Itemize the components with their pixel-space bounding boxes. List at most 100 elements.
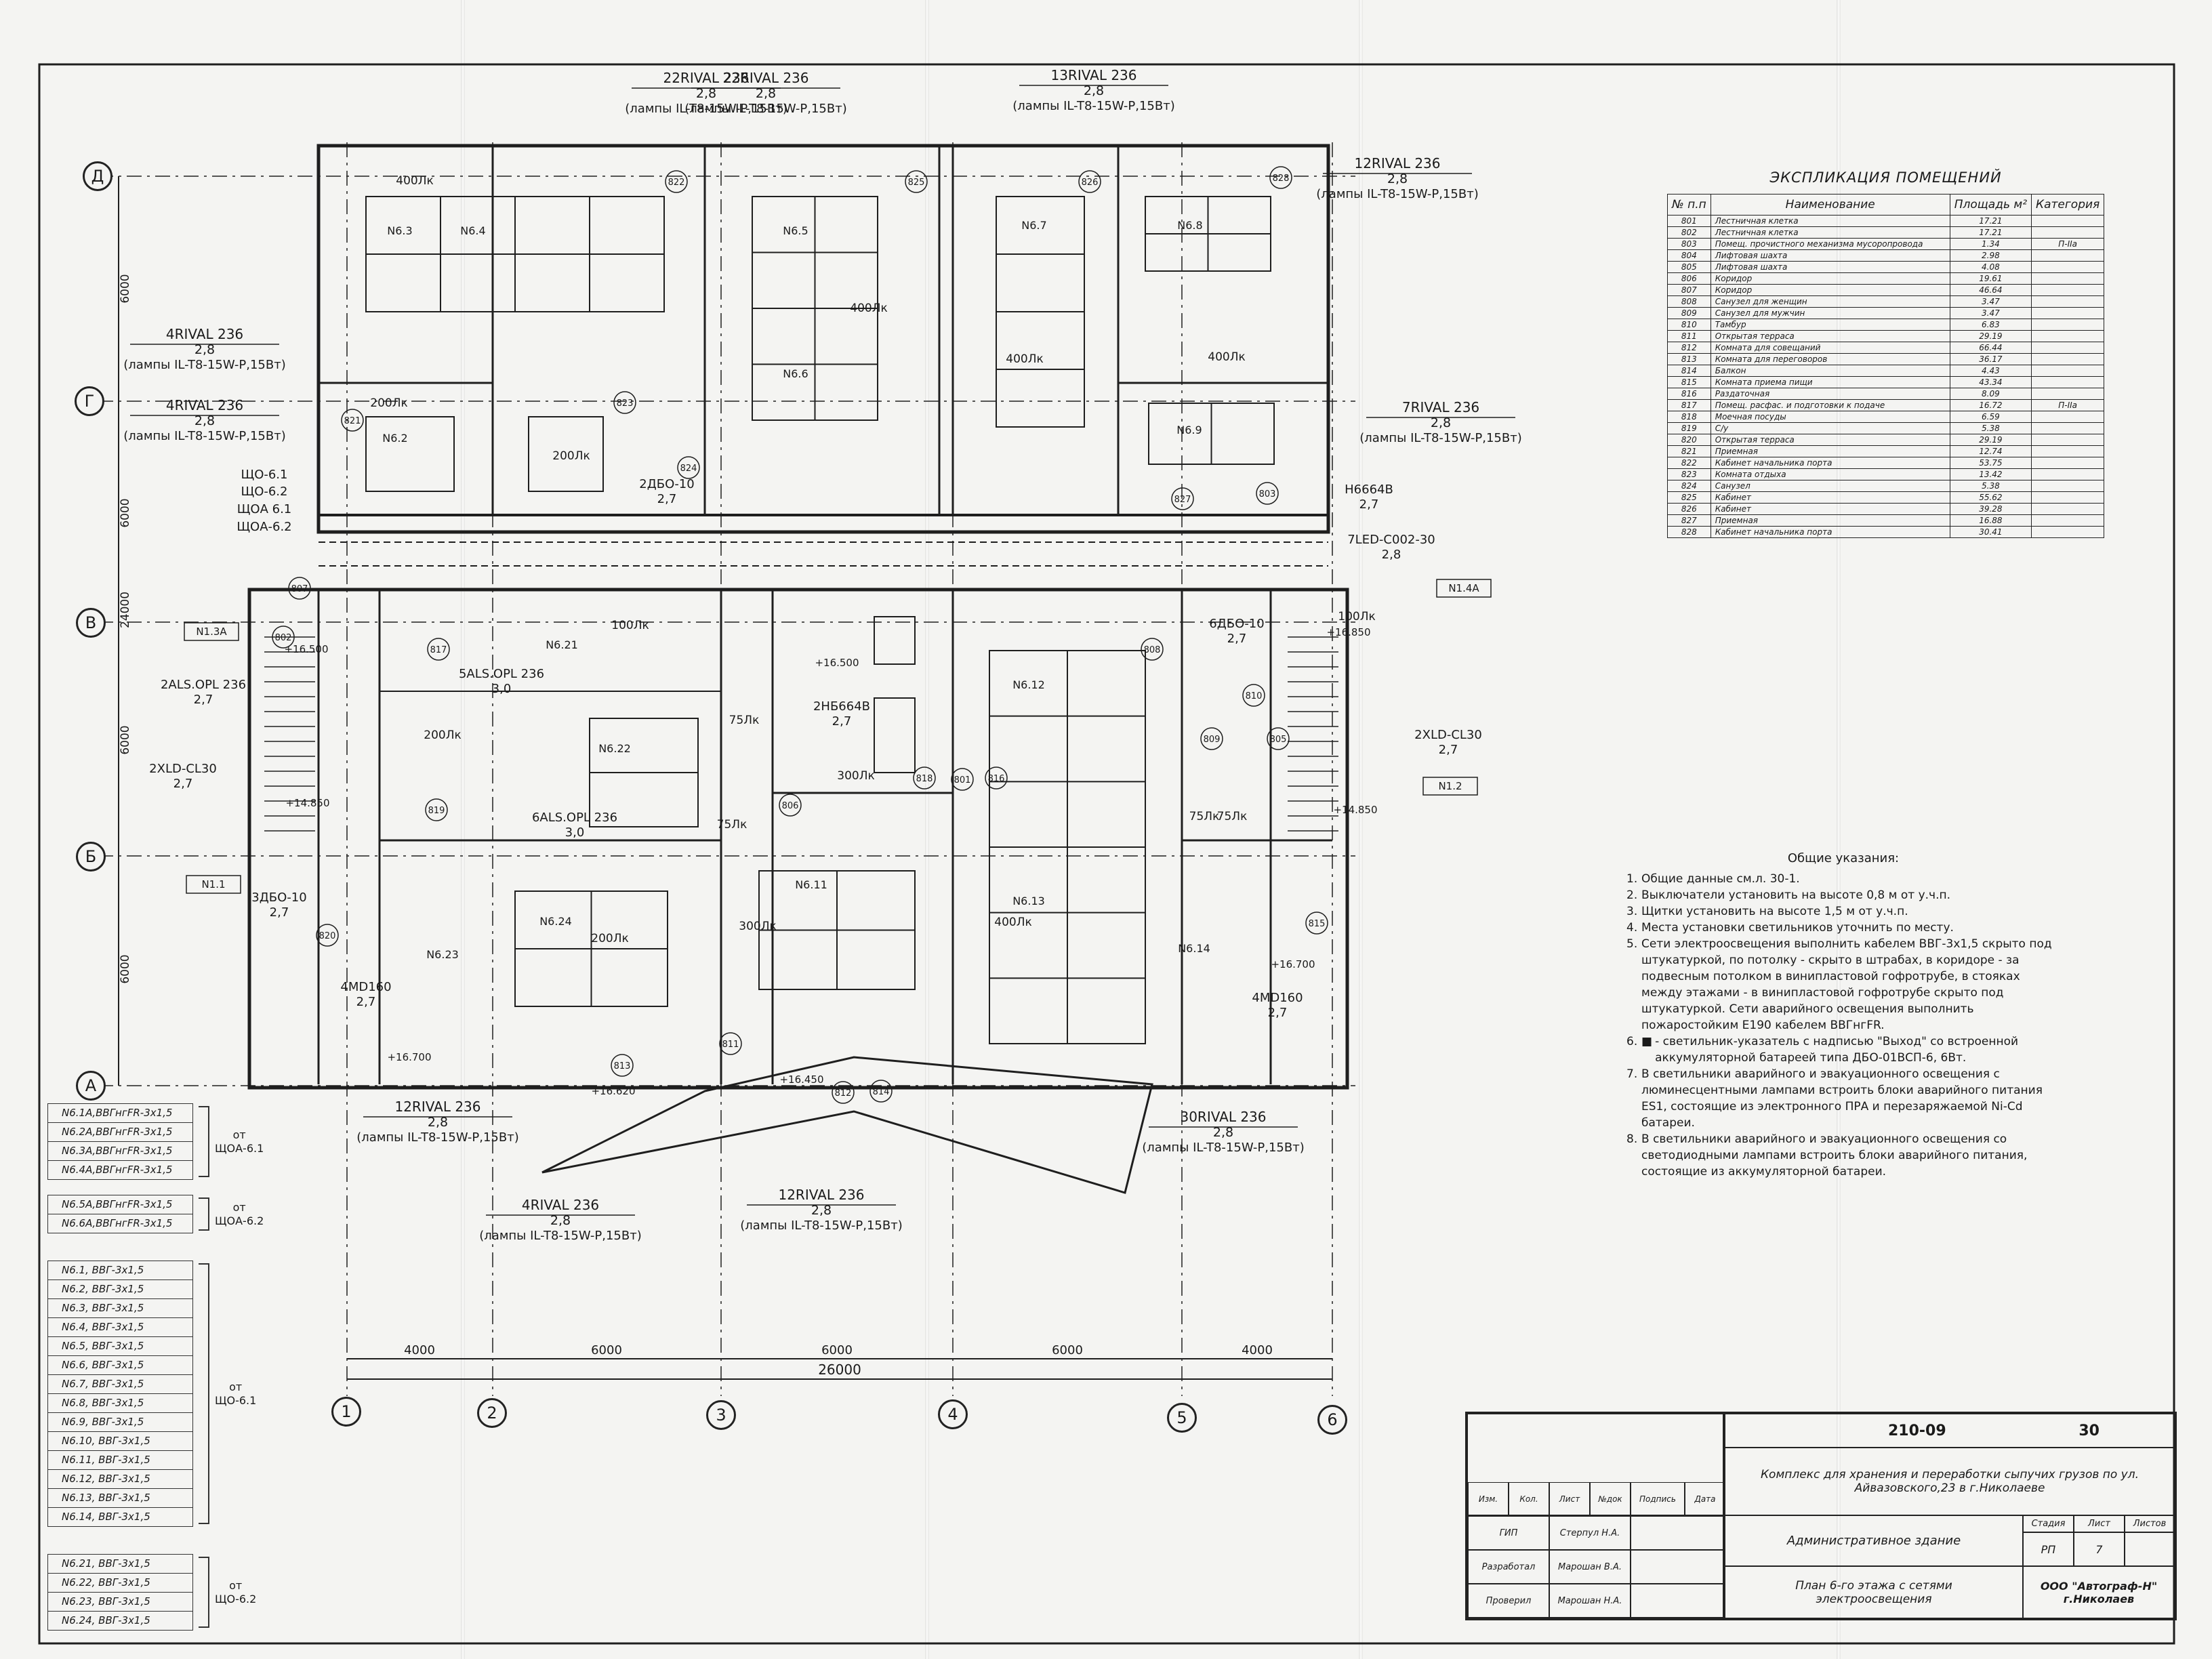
room-number: 806 — [1667, 272, 1711, 285]
room-name: Комната приема пищи — [1710, 376, 1950, 388]
drawing-frame — [38, 63, 2175, 1645]
room-name: Приемная — [1710, 445, 1950, 457]
room-number: 821 — [1667, 445, 1711, 457]
grid-axis-col: 2 — [477, 1398, 507, 1428]
fixture-id: N6.2 — [382, 432, 407, 445]
note-text: Щитки установить на высоте 1,5 м от у.ч.… — [1641, 905, 1908, 918]
dimension-label: 4000 — [1242, 1343, 1273, 1357]
from-label: от — [232, 1200, 246, 1214]
room-category — [2031, 295, 2105, 308]
luminaire-callout-lamp: (лампы IL-T8-15W-P,15Вт) — [740, 1218, 902, 1233]
luminaire-callout-name: 7RIVAL 236 — [1402, 399, 1479, 415]
room-number: 807 — [291, 584, 308, 594]
notes-title: Общие указания: — [1787, 851, 1900, 865]
room-number: 801 — [1667, 215, 1711, 227]
network-tag-box — [186, 875, 241, 894]
lux-label: 400Лк — [850, 302, 888, 315]
room-number: 812 — [1667, 342, 1711, 354]
small-callout-name: 2НБ664В — [813, 699, 870, 714]
small-callout-name: 2XLD-CL30 — [1414, 728, 1482, 742]
grid-axis-col: 6 — [1317, 1405, 1347, 1435]
notes-list: 1.Общие данные см.л. 30-1.2.Выключатели … — [1626, 871, 2060, 1180]
panel-label: ЩОА-6.1 — [215, 1141, 264, 1155]
lux-label: 100Лк — [1338, 610, 1376, 623]
level-mark: +16.620 — [591, 1085, 635, 1097]
room-area: 46.64 — [1949, 284, 2032, 296]
room-number-marker — [611, 1054, 634, 1077]
note-number: 3. — [1626, 905, 1638, 918]
room-category — [2031, 434, 2105, 446]
panel-label: ЩО-6.2 — [241, 485, 288, 499]
small-callout-name: 2ALS.OPL 236 — [161, 678, 246, 692]
room-number-marker — [1267, 727, 1290, 750]
room-area: 43.34 — [1949, 376, 2032, 388]
room-number-marker — [1256, 482, 1279, 505]
cable-row: N6.12, ВВГ-3х1,5 — [47, 1470, 193, 1489]
luminaire-callout-height: 2,8 — [550, 1213, 571, 1228]
lux-label: 75Лк — [729, 714, 760, 727]
lux-label: 400Лк — [994, 916, 1032, 929]
room-area: 66.44 — [1949, 342, 2032, 354]
general-notes: Общие указания: 1.Общие данные см.л. 30-… — [1626, 851, 2060, 1180]
fixture-id: N6.11 — [795, 878, 827, 891]
note-text: В светильники аварийного и эвакуационног… — [1641, 1132, 2028, 1179]
luminaire-callout-height: 2,8 — [1213, 1125, 1233, 1140]
room-number-marker — [341, 409, 364, 432]
luminaire-callout-height: 2,8 — [756, 86, 776, 101]
cable-row: N6.8, ВВГ-3х1,5 — [47, 1394, 193, 1413]
luminaire-callout-lamp: (лампы IL-T8-15W-P,15Вт) — [1142, 1141, 1304, 1155]
room-category — [2031, 272, 2105, 285]
note-text: Сети электроосвещения выполнить кабелем … — [1641, 937, 2052, 1032]
person-name: Марошан Н.А. — [1549, 1584, 1631, 1618]
lux-label: 300Лк — [739, 920, 777, 933]
cable-row: N6.1А,ВВГнгFR-3х1,5 — [47, 1103, 193, 1123]
room-number: 809 — [1667, 307, 1711, 319]
luminaire-callout-lamp: (лампы IL-T8-15W-P,15Вт) — [356, 1130, 518, 1145]
small-callout-name: 3ДБО-10 — [251, 890, 306, 905]
group-bracket — [199, 1197, 209, 1231]
room-number: 813 — [1667, 353, 1711, 365]
lux-label: 400Лк — [396, 174, 434, 188]
dimension-total: 26000 — [818, 1361, 861, 1378]
room-number: 807 — [1667, 284, 1711, 296]
room-number: 808 — [1144, 645, 1161, 655]
fixture-id: N6.13 — [1012, 895, 1045, 907]
dimension-label: 4000 — [404, 1343, 435, 1357]
fixture-id: N6.7 — [1021, 219, 1046, 232]
luminaire-callout-lamp: (лампы IL-T8-15W-P,15Вт) — [1359, 431, 1521, 445]
revision-header: №док — [1590, 1482, 1631, 1516]
small-callout-height: 2,7 — [657, 492, 677, 506]
room-number-marker — [1141, 638, 1164, 661]
small-callout-name: 6ALS.OPL 236 — [532, 811, 617, 825]
room-number-marker — [316, 924, 339, 947]
lux-label: 200Лк — [552, 449, 590, 463]
note-item: 1.Общие данные см.л. 30-1. — [1626, 871, 2060, 887]
room-area: 4.08 — [1949, 261, 2032, 273]
room-category — [2031, 422, 2105, 434]
cable-row: N6.9, ВВГ-3х1,5 — [47, 1413, 193, 1432]
note-text: Выключатели установить на высоте 0,8 м о… — [1641, 888, 1951, 902]
room-number: 805 — [1270, 735, 1287, 745]
small-callout-height: 2,7 — [832, 714, 852, 729]
room-number-marker — [985, 766, 1008, 790]
cable-row: N6.21, ВВГ-3х1,5 — [47, 1554, 193, 1574]
room-name: Приемная — [1710, 514, 1950, 527]
room-category — [2031, 388, 2105, 400]
room-number-marker — [779, 794, 802, 817]
cable-row: N6.13, ВВГ-3х1,5 — [47, 1489, 193, 1508]
luminaire-callout-name: 12RIVAL 236 — [778, 1187, 864, 1203]
network-tag-box — [1436, 579, 1492, 598]
room-category — [2031, 376, 2105, 388]
room-number: 817 — [1667, 399, 1711, 411]
small-callout-height: 3,0 — [565, 825, 585, 840]
grid-axis-row: Б — [76, 842, 106, 872]
